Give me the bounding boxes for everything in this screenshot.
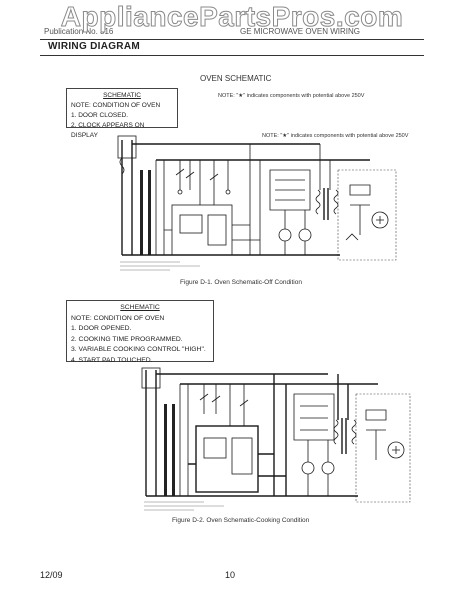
figure2-note-line: 1. DOOR OPENED. bbox=[71, 325, 132, 332]
figure2-note-title: SCHEMATIC bbox=[120, 304, 160, 311]
figure2-note-line: 2. COOKING TIME PROGRAMMED. bbox=[71, 335, 183, 343]
page-number: 10 bbox=[225, 570, 236, 580]
figure2-schematic bbox=[141, 367, 411, 511]
figure2-caption: Figure D-2. Oven Schematic-Cooking Condi… bbox=[172, 517, 310, 524]
figure1-caption: Figure D-1. Oven Schematic-Off Condition bbox=[180, 279, 302, 286]
footer-date: 12/09 bbox=[40, 570, 63, 580]
title-divider bbox=[40, 55, 424, 56]
figure1-voltage-note: NOTE: "★" indicates components with pote… bbox=[218, 93, 365, 99]
figure1-schematic bbox=[117, 135, 397, 271]
wiring-diagram-title: WIRING DIAGRAM bbox=[48, 41, 140, 52]
figure1-note-title: SCHEMATIC bbox=[103, 92, 141, 99]
figure1-voltage-note-inner: NOTE: "★" indicates components with pote… bbox=[262, 133, 409, 139]
figure1-note-line: 2. CLOCK APPEARS ON DISPLAY bbox=[71, 122, 145, 139]
figure2-note-line: 4. START PAD TOUCHED. bbox=[71, 356, 153, 364]
header-right-text: GE MICROWAVE OVEN WIRING bbox=[240, 27, 361, 36]
page-header: Publication No. 316 GE MICROWAVE OVEN WI… bbox=[40, 26, 424, 38]
figure2-note-line: NOTE: CONDITION OF OVEN bbox=[71, 314, 165, 322]
figure1-note-line: NOTE: CONDITION OF OVEN bbox=[71, 102, 161, 109]
header-left-text: Publication No. 316 bbox=[44, 27, 114, 36]
figure2-note-line: 3. VARIABLE COOKING CONTROL "HIGH". bbox=[71, 346, 206, 353]
watermark: AppliancePartsPros.com bbox=[60, 1, 404, 33]
figure1-condition-note: SCHEMATIC NOTE: CONDITION OF OVEN 1. DOO… bbox=[66, 88, 178, 139]
header-divider bbox=[40, 39, 424, 40]
figure2-condition-note: SCHEMATIC NOTE: CONDITION OF OVEN 1. DOO… bbox=[66, 300, 214, 364]
section-title: OVEN SCHEMATIC bbox=[200, 74, 272, 83]
figure1-note-line: 1. DOOR CLOSED. bbox=[71, 112, 129, 119]
